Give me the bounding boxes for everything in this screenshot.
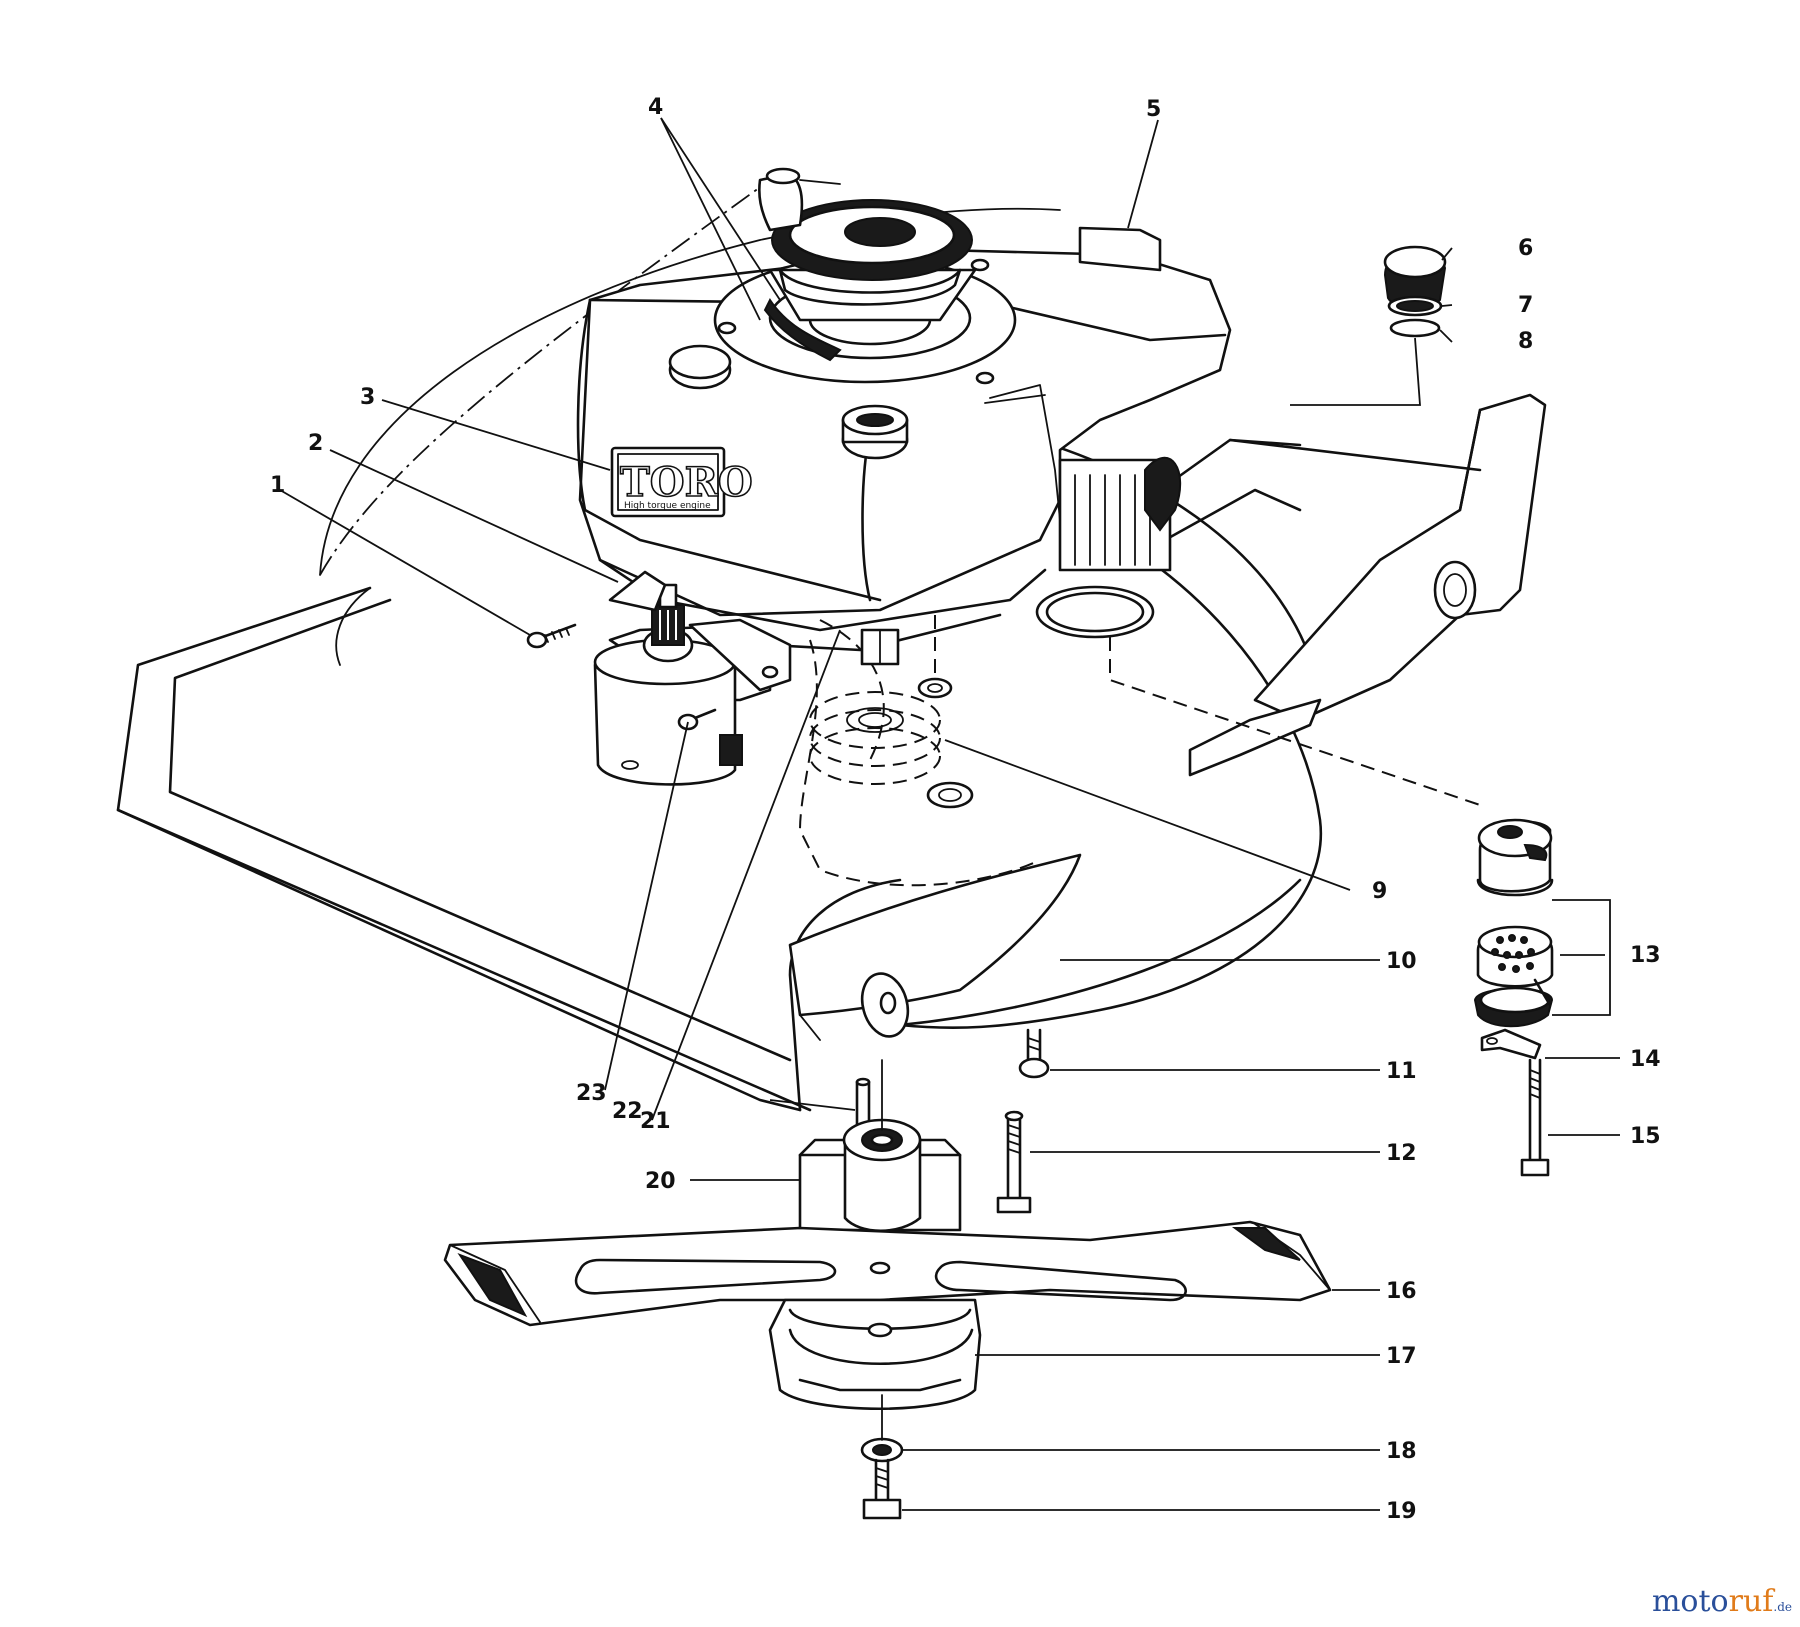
callout-10: 10 (1386, 949, 1417, 974)
callout-5: 5 (1146, 97, 1161, 122)
engine: TORO High torque engine (576, 167, 1232, 666)
callout-22: 22 (612, 1099, 643, 1124)
callout-19: 19 (1386, 1499, 1417, 1524)
logo-subtext: High torque engine (624, 501, 711, 511)
recoil-starter (768, 199, 977, 322)
watermark: motoruf.de (1652, 1584, 1792, 1619)
oil-cap (668, 344, 732, 390)
muffler-cap (1383, 245, 1447, 338)
toro-logo: TORO High torque engine (610, 446, 754, 518)
wheel-assembly (1473, 818, 1554, 1028)
callout-21: 21 (640, 1109, 671, 1134)
callout-18: 18 (1386, 1439, 1417, 1464)
watermark-part-1: moto (1651, 1584, 1729, 1619)
starter-gear (651, 583, 685, 646)
callout-9: 9 (1372, 879, 1387, 904)
callout-11: 11 (1386, 1059, 1417, 1084)
callout-2: 2 (308, 431, 323, 456)
callout-6: 6 (1518, 236, 1533, 261)
leader-lines (279, 117, 1620, 1511)
bolt-12 (996, 1110, 1032, 1214)
gasket-ring (1035, 585, 1155, 639)
callout-17: 17 (1386, 1344, 1417, 1369)
pulley (809, 691, 941, 785)
bolt-1 (526, 623, 577, 649)
callout-16: 16 (1386, 1279, 1417, 1304)
callout-12: 12 (1386, 1141, 1417, 1166)
handle-bracket (1158, 393, 1547, 777)
perforations (1491, 934, 1535, 973)
bolt-19 (862, 1458, 902, 1520)
callout-20: 20 (645, 1169, 676, 1194)
callout-8: 8 (1518, 329, 1533, 354)
starter-motor (526, 570, 792, 786)
callout-13: 13 (1630, 943, 1661, 968)
bolt-15 (1520, 1058, 1550, 1177)
callout-23: 23 (576, 1081, 607, 1106)
callout-1: 1 (270, 473, 285, 498)
callout-14: 14 (1630, 1047, 1661, 1072)
cooling-fins (1058, 456, 1182, 572)
callout-labels: 1 2 3 4 5 6 7 8 9 10 11 12 13 14 15 16 1… (270, 95, 1661, 1524)
callout-15: 15 (1630, 1124, 1661, 1149)
callout-4: 4 (648, 95, 663, 120)
watermark-part-2: ruf (1728, 1584, 1774, 1619)
logo-text: TORO (620, 459, 753, 506)
blade (443, 1220, 1332, 1327)
fuel-cap (841, 404, 909, 460)
blade-stiffener (768, 1298, 982, 1410)
bolt-11 (1018, 1028, 1050, 1079)
washer-18 (860, 1437, 904, 1463)
watermark-part-3: .de (1773, 1600, 1792, 1614)
blade-adapter (798, 1118, 962, 1233)
callout-7: 7 (1518, 293, 1533, 318)
callout-3: 3 (360, 385, 375, 410)
